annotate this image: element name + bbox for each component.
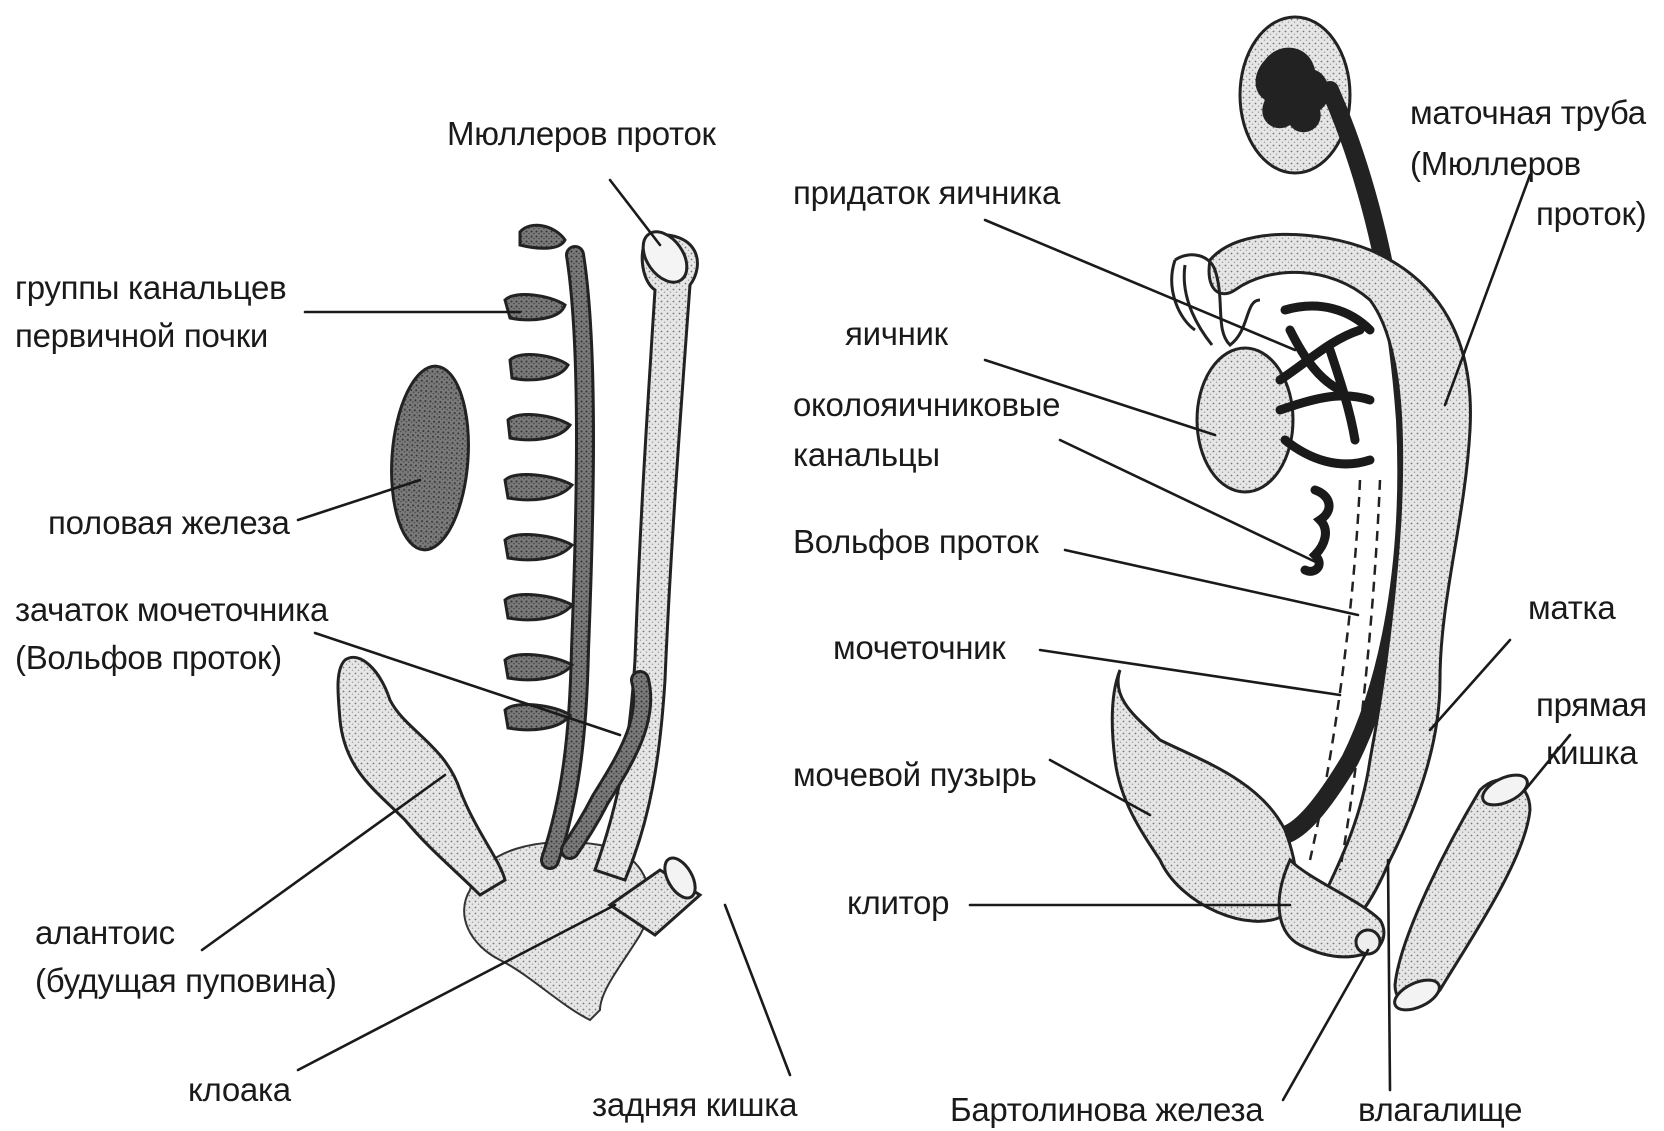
tubule-groups bbox=[505, 225, 572, 729]
allantois-shape bbox=[338, 657, 505, 895]
label-fallopian-line3: проток) bbox=[1536, 196, 1646, 232]
right-leader-lines bbox=[970, 175, 1570, 1100]
label-cloaca: клоака bbox=[188, 1072, 291, 1108]
label-ovary: яичник bbox=[845, 316, 948, 352]
label-fallopian-line2: (Мюллеров bbox=[1410, 146, 1581, 182]
left-anatomy bbox=[338, 224, 701, 1020]
label-bartholin: Бартолинова железа bbox=[950, 1092, 1263, 1128]
label-wolffian: Вольфов проток bbox=[793, 524, 1038, 560]
bladder-shape bbox=[1112, 670, 1296, 921]
label-paroophoron-line1: околояичниковые bbox=[793, 387, 1060, 423]
label-ureter-bud-line2: (Вольфов проток) bbox=[15, 640, 282, 676]
epoophoron-shape bbox=[1280, 306, 1370, 464]
label-uterus: матка bbox=[1528, 590, 1615, 626]
label-rectum-line2: кишка bbox=[1546, 735, 1637, 771]
label-rectum-line1: прямая bbox=[1536, 687, 1647, 723]
label-allantois-line2: (будущая пуповина) bbox=[35, 963, 337, 999]
label-allantois-line1: алантоис bbox=[35, 915, 175, 951]
label-hindgut: задняя кишка bbox=[592, 1087, 797, 1123]
label-epoophoron: придаток яичника bbox=[793, 175, 1060, 211]
rectum-shape bbox=[1395, 780, 1530, 1005]
label-bladder: мочевой пузырь bbox=[793, 757, 1037, 793]
label-gonad: половая железа bbox=[48, 505, 290, 541]
label-muller-duct: Мюллеров проток bbox=[447, 116, 716, 152]
label-tubule-groups-line2: первичной почки bbox=[15, 318, 268, 354]
label-tubule-groups-line1: группы канальцев bbox=[15, 270, 286, 306]
label-fallopian-line1: маточная труба bbox=[1410, 95, 1646, 131]
label-vagina: влагалище bbox=[1358, 1092, 1522, 1128]
label-ureter-bud-line1: зачаток мочеточника bbox=[15, 592, 328, 628]
label-ureter: мочеточник bbox=[833, 630, 1005, 666]
gonad-shape bbox=[386, 364, 475, 553]
ovary-shape bbox=[1197, 348, 1293, 492]
label-paroophoron-line2: канальцы bbox=[793, 437, 940, 473]
label-clitoris: клитор bbox=[847, 885, 949, 921]
